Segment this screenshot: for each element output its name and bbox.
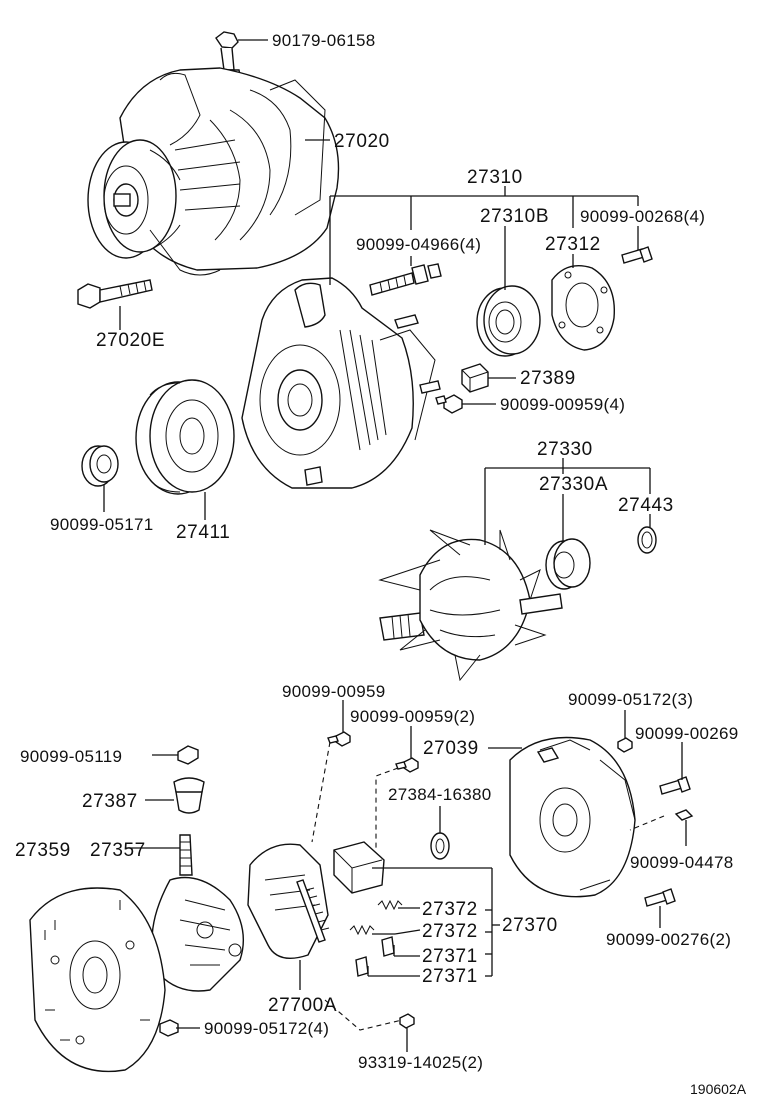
label-27357: 27357 — [90, 840, 146, 861]
nut-90099-05172-3-drawing — [617, 737, 633, 753]
nut-90099-00959-drawing — [435, 394, 463, 414]
label-27020: 27020 — [334, 131, 390, 152]
ring-27443-drawing — [637, 526, 657, 554]
insulator-27387-drawing — [173, 777, 205, 814]
label-90099-00959-2: 90099-00959(2) — [350, 707, 475, 726]
label-90099-05171: 90099-05171 — [50, 515, 154, 534]
label-90099-00959-4: 90099-00959(4) — [500, 395, 625, 414]
label-90099-00276: 90099-00276(2) — [606, 930, 731, 949]
label-27372-a: 27372 — [422, 899, 478, 920]
label-27700A: 27700A — [268, 995, 337, 1016]
part-labels: 90179-06158 27020 27020E 27310 27310B 90… — [15, 31, 747, 1097]
rotor-27330-drawing — [378, 529, 563, 682]
label-90099-05172-4: 90099-05172(4) — [204, 1019, 329, 1038]
nut-90099-05119-drawing — [177, 745, 199, 765]
label-27359: 27359 — [15, 840, 71, 861]
bolt-90099-04966-drawing — [369, 263, 442, 296]
alternator-assembly-drawing — [87, 31, 340, 276]
bearing-27330A-drawing — [545, 538, 591, 590]
label-27411: 27411 — [176, 522, 230, 543]
through-bolt-27020E-drawing — [77, 279, 153, 309]
label-27039: 27039 — [423, 738, 479, 759]
label-27371-a: 27371 — [422, 946, 478, 967]
label-90099-00269: 90099-00269 — [635, 724, 739, 743]
regulator-27700A-drawing — [247, 843, 330, 959]
label-27330A: 27330A — [539, 474, 608, 495]
rear-cover-27359-drawing — [29, 887, 166, 1073]
label-27387: 27387 — [82, 791, 138, 812]
label-90099-04478: 90099-04478 — [630, 853, 734, 872]
label-90099-05172-3: 90099-05172(3) — [568, 690, 693, 709]
label-90179-06158: 90179-06158 — [272, 31, 376, 50]
brush-27371-a-drawing — [381, 936, 395, 957]
washer-27384-16380-drawing — [430, 832, 450, 860]
diagram-id: 190602A — [690, 1081, 747, 1097]
brush-holder-27370-drawing — [333, 841, 385, 894]
label-27370: 27370 — [502, 915, 558, 936]
screw-90099-00268-drawing — [621, 246, 653, 264]
retainer-plate-27312-drawing — [551, 265, 616, 351]
spring-27372-a-drawing — [377, 899, 403, 911]
label-93319-14025: 93319-14025(2) — [358, 1053, 483, 1072]
pulley-27411-drawing — [135, 379, 235, 495]
leader-lines — [103, 39, 687, 1052]
brush-27371-b-drawing — [355, 956, 369, 977]
cap-27389-drawing — [461, 363, 489, 393]
label-90099-05119: 90099-05119 — [20, 747, 122, 766]
label-90099-04966: 90099-04966(4) — [356, 235, 481, 254]
nut-90099-00959-2-drawing — [395, 757, 419, 773]
label-27310: 27310 — [467, 167, 523, 188]
label-27312: 27312 — [545, 234, 601, 255]
label-27020E: 27020E — [96, 330, 165, 351]
rear-frame-27039-drawing — [509, 736, 636, 898]
bolt-90099-00276-drawing — [644, 888, 676, 907]
label-27372-b: 27372 — [422, 921, 478, 942]
bearing-27310B-drawing — [476, 285, 541, 357]
bolt-90099-05172-4-drawing — [159, 1019, 179, 1037]
label-27310B: 27310B — [480, 206, 549, 227]
spring-27372-b-drawing — [349, 924, 375, 936]
rectifier-27357-drawing — [151, 834, 245, 992]
screw-93319-14025-drawing — [399, 1013, 415, 1029]
label-27371-b: 27371 — [422, 966, 478, 987]
bolt-90099-04478-drawing — [674, 809, 694, 821]
bolt-90099-00269-drawing — [659, 776, 691, 795]
nut-90099-05171-drawing — [81, 445, 119, 487]
label-90099-00268: 90099-00268(4) — [580, 207, 705, 226]
label-27330: 27330 — [537, 439, 593, 460]
label-27384-16380: 27384-16380 — [388, 785, 492, 804]
label-27389: 27389 — [520, 368, 576, 389]
nut-90099-00959-lower-drawing — [327, 731, 351, 747]
label-90099-00959: 90099-00959 — [282, 682, 386, 701]
label-27443: 27443 — [618, 495, 674, 516]
drive-end-frame-drawing — [241, 277, 441, 489]
